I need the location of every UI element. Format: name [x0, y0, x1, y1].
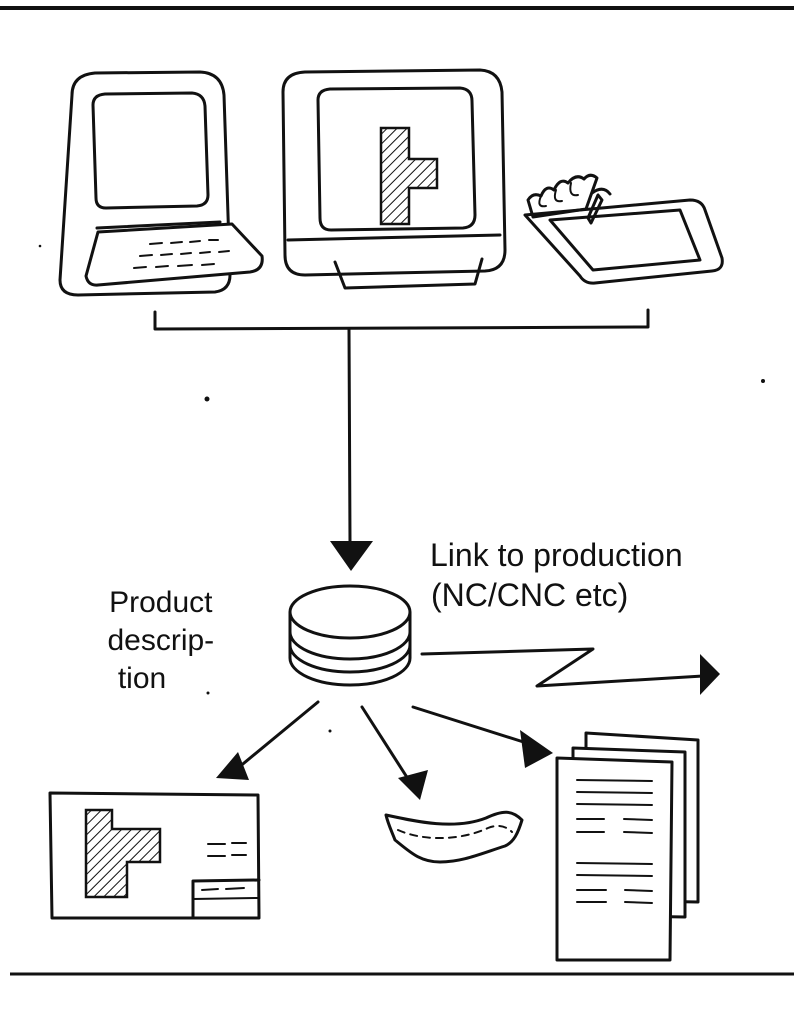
arrow-to-tape: [360, 705, 412, 784]
engineering-drawing-icon: [48, 791, 261, 920]
nc-cnc-label: (NC/CNC etc): [431, 577, 628, 613]
arrow-to-documents-head: [520, 730, 553, 768]
link-to-production-label: Link to production: [430, 537, 683, 573]
input-line: [347, 327, 352, 544]
keyboard-terminal-icon: [58, 70, 264, 297]
production-arrowhead: [700, 654, 720, 695]
input-bracket: [153, 308, 650, 331]
arrow-to-documents: [411, 705, 535, 747]
printed-documents-icon: [555, 731, 700, 962]
graphics-monitor-icon: [281, 68, 507, 290]
punched-tape-icon: [384, 810, 524, 864]
down-arrowhead: [330, 541, 373, 571]
product-description-label: Product descrip- tion: [107, 586, 222, 695]
arrow-to-tape-head: [398, 770, 428, 800]
arrow-to-drawing: [236, 700, 320, 770]
production-link-arrow: [420, 647, 705, 688]
arrow-to-drawing-head: [216, 752, 249, 780]
scan-specks: [38, 244, 765, 733]
digitizer-tablet-icon: [523, 173, 724, 285]
hatched-part-on-screen: [379, 126, 439, 226]
database-icon: [288, 584, 412, 687]
